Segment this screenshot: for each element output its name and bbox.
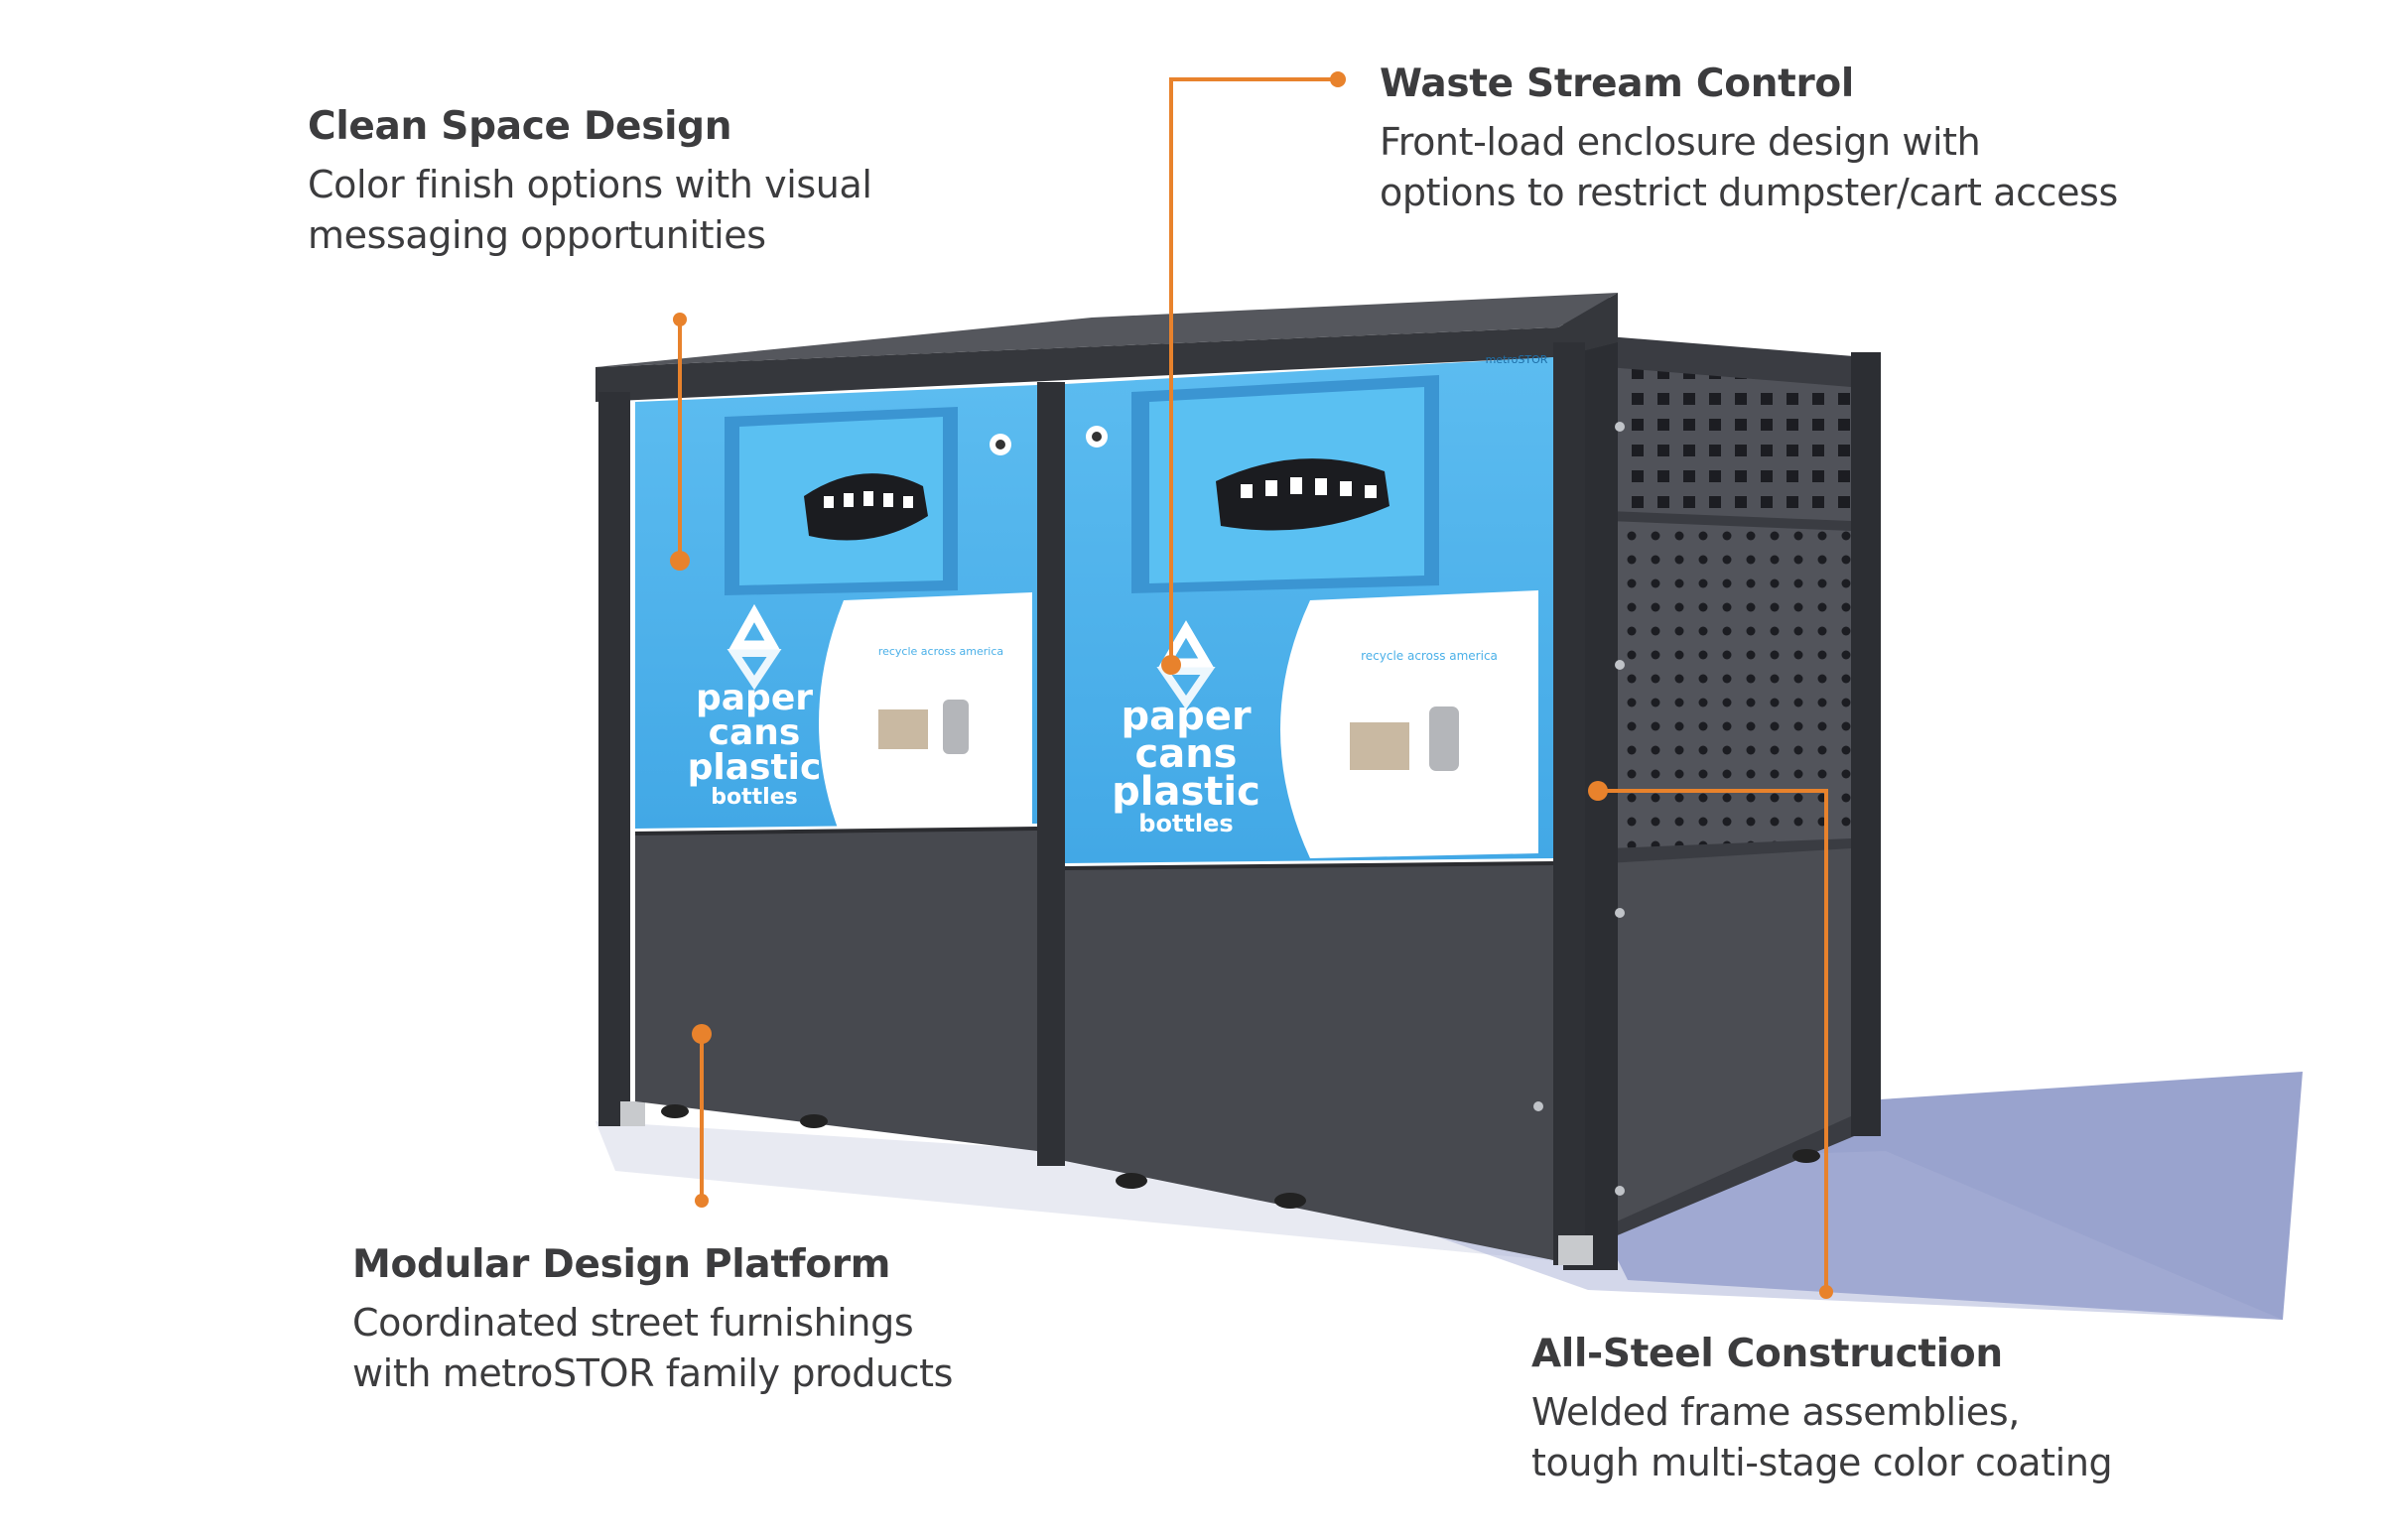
dot-modular-end	[695, 1194, 709, 1208]
callout-title: Modular Design Platform	[352, 1242, 891, 1287]
recycle-icon	[727, 603, 782, 691]
bin-category-line: bottles	[711, 785, 797, 810]
callout-title: Waste Stream Control	[1380, 62, 1854, 106]
dot-waste-stream-end	[1161, 655, 1181, 675]
bin-category-line: plastic	[688, 747, 822, 788]
bin-category-line: cans	[1135, 731, 1238, 777]
callout-modular-design: Modular Design Platform Coordinated stre…	[352, 1245, 953, 1399]
center-post	[1037, 382, 1065, 1166]
callout-all-steel: All-Steel Construction Welded frame asse…	[1531, 1332, 2113, 1488]
callout-title: All-Steel Construction	[1531, 1332, 2003, 1376]
side-panel	[1558, 298, 1881, 1270]
leader-dots	[670, 71, 1833, 1299]
leader-waste-stream	[1169, 77, 1338, 665]
leader-all-steel	[1598, 789, 1828, 1292]
callout-line: Coordinated street furnishings	[352, 1301, 914, 1345]
front-frame	[598, 342, 1593, 1265]
callout-line: options to restrict dumpster/cart access	[1380, 171, 2118, 214]
bin-category-line: paper	[1121, 694, 1251, 739]
callout-line: Color finish options with visual	[308, 163, 872, 206]
callout-title: Clean Space Design	[308, 104, 732, 149]
bin-category-line: paper	[696, 678, 813, 718]
casters	[661, 1104, 1820, 1209]
dot-clean-space-start	[673, 313, 687, 326]
callout-waste-stream: Waste Stream Control Front-load enclosur…	[1380, 64, 2118, 218]
callout-clean-space: Clean Space Design Color finish options …	[308, 107, 872, 261]
bin-category-line: cans	[709, 712, 801, 753]
bin-left: paper cans plastic bottles recycle acros…	[634, 385, 1038, 1151]
leader-lines	[678, 77, 1828, 1292]
dot-waste-stream-start	[1330, 71, 1346, 87]
panel-caption: recycle across america	[878, 645, 1003, 658]
brand-mark: metroSTOR	[1486, 353, 1548, 366]
panel-caption: recycle across america	[1361, 649, 1498, 663]
dot-clean-space-end	[670, 551, 690, 571]
bin-category-line: plastic	[1112, 769, 1260, 815]
callout-line: Welded frame assemblies,	[1531, 1390, 2020, 1434]
recycle-icon	[1156, 620, 1216, 710]
callout-line: Front-load enclosure design with	[1380, 120, 1981, 164]
callout-line: tough multi-stage color coating	[1531, 1441, 2113, 1484]
callout-line: messaging opportunities	[308, 213, 766, 257]
bin-category-line: bottles	[1138, 810, 1233, 837]
callout-line: with metroSTOR family products	[352, 1351, 954, 1395]
dot-modular-start	[692, 1024, 712, 1044]
dot-all-steel-end	[1819, 1285, 1833, 1299]
dot-all-steel-start	[1588, 781, 1608, 801]
bin-right: paper cans plastic bottles recycle acros…	[1064, 353, 1554, 1260]
roof	[596, 293, 1618, 402]
